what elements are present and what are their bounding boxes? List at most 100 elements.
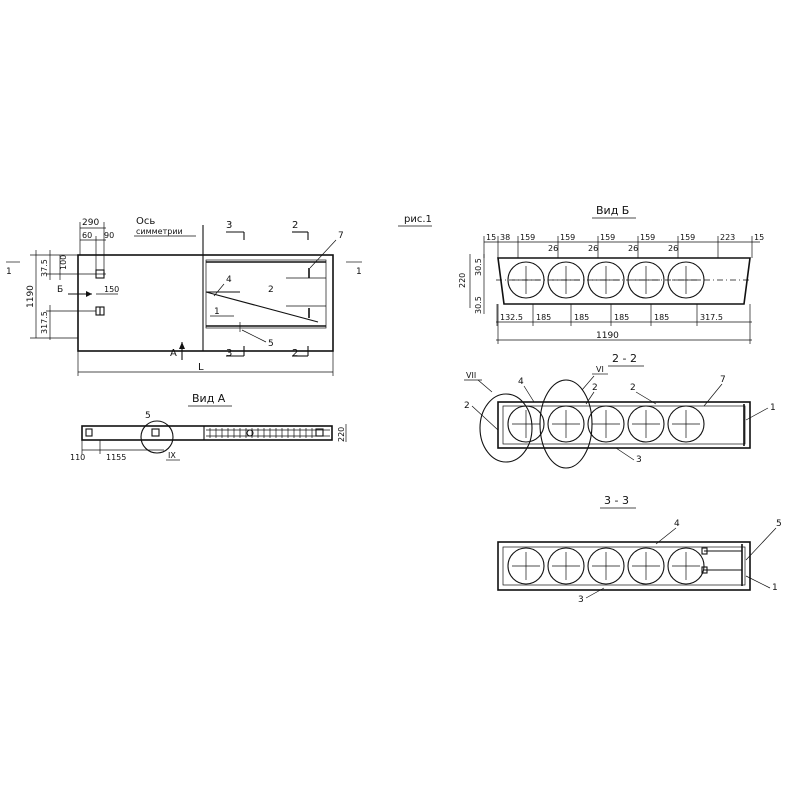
dim-60: 60 [82, 231, 92, 240]
view-b-top-dim-4: 159 [560, 233, 575, 242]
node-ix-label: IX [168, 451, 176, 460]
s22-void-4 [627, 405, 665, 443]
section-22-voids [507, 405, 705, 443]
view-b-top-dim-7: 159 [680, 233, 695, 242]
view-a-dim-1155: 1155 [106, 453, 126, 462]
callout-5: 5 [268, 339, 274, 349]
view-b-void-5 [667, 261, 705, 299]
diagonal-bar [205, 291, 319, 323]
view-b-bottom-dim-2: 185 [536, 313, 551, 322]
section-3-3: 3 - 3 4 5 1 3 [497, 494, 782, 605]
view-b-top-dims: 15 38 159 159 159 159 159 223 15 [483, 233, 764, 258]
s22-label-1-leader [745, 407, 769, 421]
view-b-total: 1190 [596, 331, 619, 341]
view-b-top-dim-8: 223 [720, 233, 735, 242]
node-vii-ellipse [479, 393, 533, 463]
dim-90: 90 [104, 231, 114, 240]
plan-view: 290 60 90 1190 37.5 317.5 100 150 Б 1 1 … [6, 216, 362, 376]
dim-100: 100 [59, 255, 68, 270]
side-marker-right: 1 [356, 267, 362, 277]
view-a-hole [246, 429, 254, 437]
s22-label-2-right: 2 [630, 383, 636, 393]
view-a-ribs [206, 428, 330, 438]
node-vii-leader [477, 379, 493, 393]
view-b-top-dim-5: 159 [600, 233, 615, 242]
s22-label-7-leader [703, 383, 723, 407]
view-b-top-dim-1: 15 [486, 233, 496, 242]
view-a-outline [81, 425, 333, 441]
s22-label-2-right-leader [635, 391, 657, 405]
s33-void-4 [627, 547, 665, 585]
s33-label-4: 4 [674, 519, 680, 529]
s33-anchor-lower [701, 566, 708, 574]
callout-4-leader [213, 283, 225, 297]
s33-label-1: 1 [772, 583, 778, 593]
s22-label-2-left-leader [471, 405, 499, 431]
s33-void-2 [547, 547, 585, 585]
view-a-dim-110: 110 [70, 453, 85, 462]
s22-label-2-mid: 2 [592, 383, 598, 393]
s22-label-3-leader [615, 447, 635, 461]
s33-void-5 [667, 547, 705, 585]
section-22-outline [497, 401, 751, 449]
view-b-void-1 [507, 261, 545, 299]
s22-label-4: 4 [518, 377, 524, 387]
view-a-marker-5: 5 [145, 411, 151, 421]
view-b-arrowhead [86, 291, 92, 297]
view-b-top-dim-6: 159 [640, 233, 655, 242]
view-b-gap-dim-3: 26 [628, 244, 638, 253]
view-b-top-dim-3: 159 [520, 233, 535, 242]
dim-3175: 317.5 [40, 311, 49, 334]
view-b-bottom-dim-5: 185 [654, 313, 669, 322]
view-b-gap-dim-1: 26 [548, 244, 558, 253]
s22-label-2-mid-leader [585, 391, 595, 405]
section-33-inner [502, 546, 746, 586]
axis-label-2: симметрии [136, 227, 183, 236]
view-a-arrow-label: А [170, 348, 177, 359]
s33-label-4-leader [655, 527, 677, 545]
side-marker-left: 1 [6, 267, 12, 277]
callout-7: 7 [338, 231, 344, 241]
s22-label-7: 7 [720, 375, 726, 385]
reinforcement-zone [205, 259, 327, 329]
section-22-title: 2 - 2 [612, 352, 637, 365]
s22-void-2 [547, 405, 585, 443]
node-ix-circle [140, 420, 174, 454]
view-b-arrow-label: Б [57, 285, 63, 295]
section-2-2: 2 - 2 VII VI 2 4 2 2 7 1 3 [464, 352, 776, 469]
s33-void-3 [587, 547, 625, 585]
view-b-gap-dim-2: 26 [588, 244, 598, 253]
view-b-top-dim-2: 38 [500, 233, 510, 242]
span-label: L [198, 362, 204, 373]
section-22-inner [502, 405, 746, 445]
section-2-bottom: 2 [292, 348, 298, 359]
section-33-outline [497, 541, 751, 591]
view-b-outline [497, 257, 751, 305]
s33-anchor-upper [701, 547, 708, 555]
view-b-top-dim-9: 15 [754, 233, 764, 242]
view-a: Вид А 5 IX 110 1155 220 [70, 392, 347, 462]
s33-label-1-leader [745, 575, 771, 589]
figure-label: рис.1 [404, 214, 432, 225]
view-a-dim-220: 220 [337, 427, 346, 442]
view-a-title: Вид А [192, 392, 226, 405]
view-a-arrowhead [179, 342, 185, 349]
node-vi-label: VI [596, 365, 604, 374]
callout-4: 4 [226, 275, 232, 285]
section-3-bottom: 3 [226, 348, 232, 359]
s22-label-1: 1 [770, 403, 776, 413]
view-b-bottom-dim-6: 317.5 [700, 313, 723, 322]
view-b-void-4 [627, 261, 665, 299]
axis-label: Ось [136, 216, 155, 227]
s33-label-5: 5 [776, 519, 782, 529]
s22-label-4-leader [523, 385, 535, 403]
node-vi-ellipse [539, 379, 593, 469]
node-vii-label: VII [466, 371, 476, 380]
s22-void-3 [587, 405, 625, 443]
dim-1190: 1190 [26, 285, 36, 308]
node-vi-leader [581, 375, 595, 391]
section-33-voids [507, 547, 705, 585]
s33-void-1 [507, 547, 545, 585]
